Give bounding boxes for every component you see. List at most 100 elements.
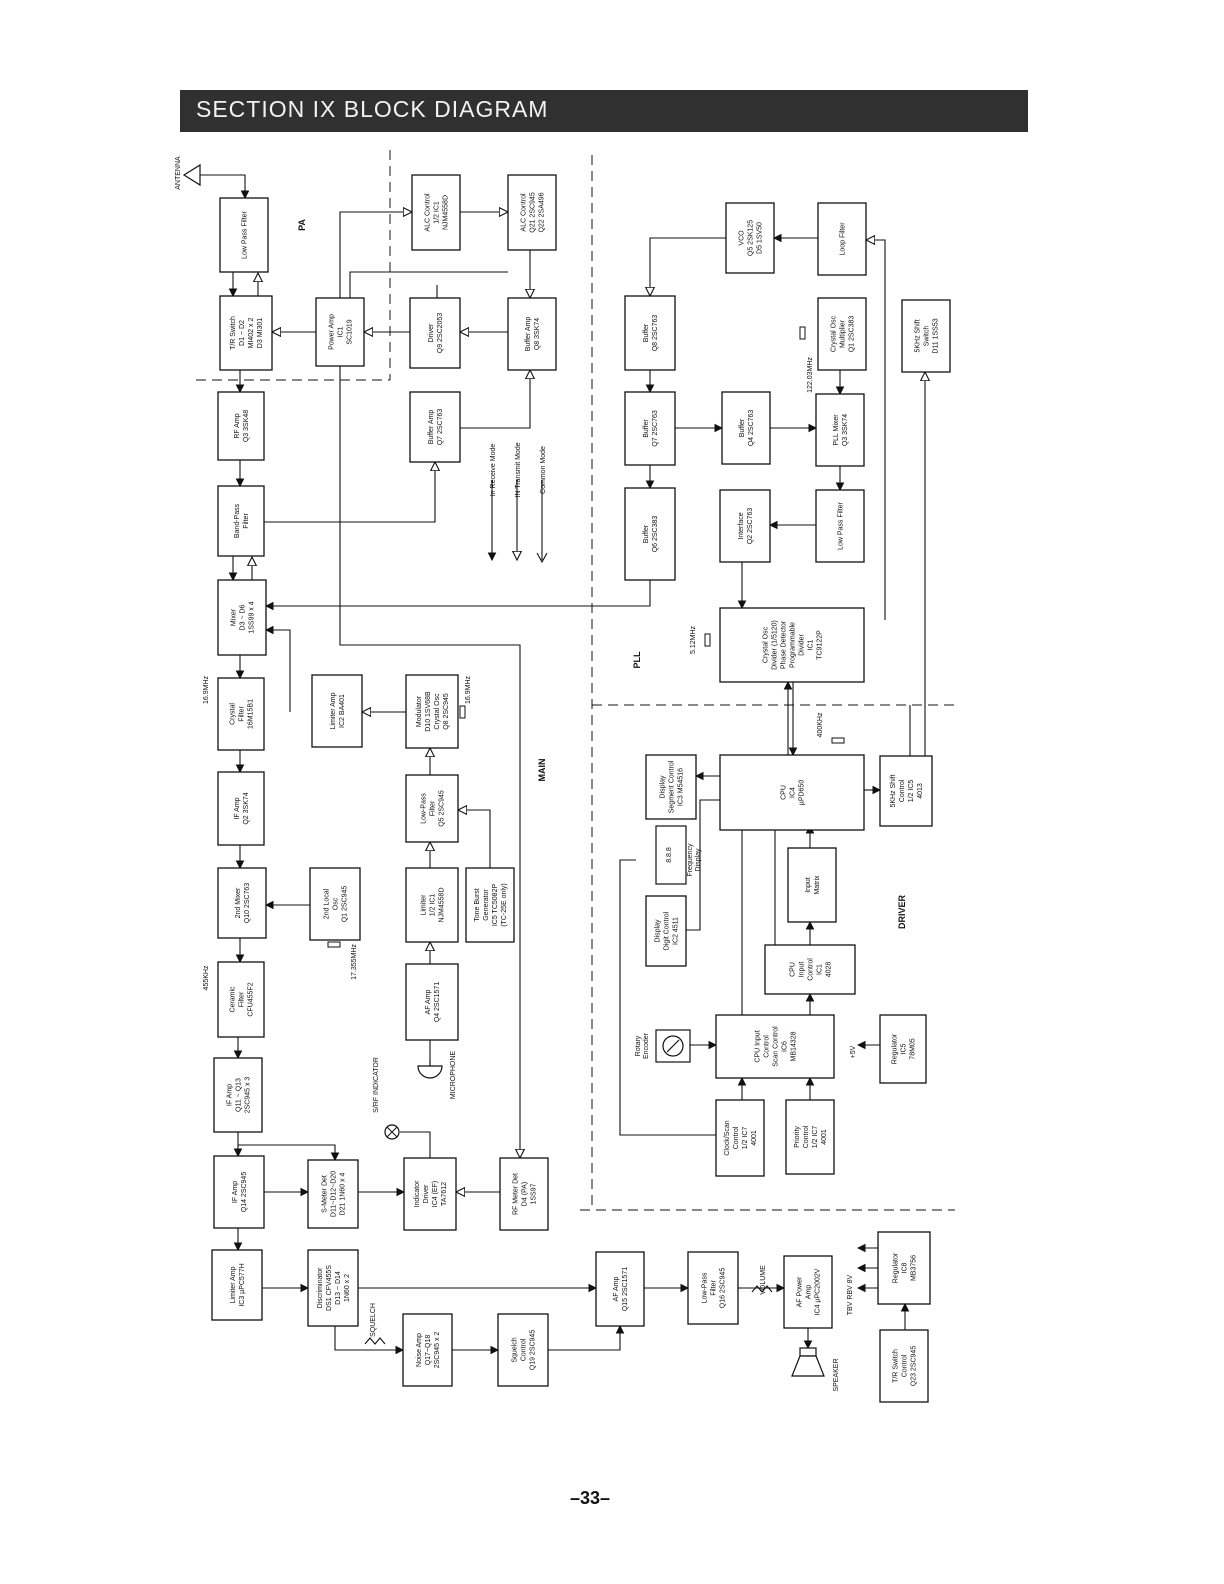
label-transmit: IN Transmit Mode — [515, 442, 522, 497]
block-outline — [403, 1157, 457, 1231]
label-common: Common Mode — [540, 446, 547, 494]
block-outline — [901, 299, 951, 373]
frequency-display-icon: 8.8.8 — [655, 825, 687, 885]
block-outline — [725, 202, 775, 274]
block-outline — [624, 295, 676, 371]
block-outline — [721, 391, 771, 465]
squelch-pot-icon — [364, 1337, 386, 1345]
label-power-rails: TBV RBV 8V — [847, 1274, 854, 1315]
block-outline — [213, 1057, 263, 1133]
block-lpf-pll: Low Pass Filter — [815, 489, 865, 563]
label-freq-512: 5.12MHz — [690, 625, 697, 654]
label-antenna: ANTENNA — [175, 156, 182, 190]
label-main: MAIN — [537, 759, 547, 782]
block-outline — [219, 295, 273, 371]
label-driver: DRIVER — [897, 895, 907, 930]
label-receive: In Receive Mode — [490, 444, 497, 497]
block-outline — [719, 607, 865, 683]
volume-pot-icon — [751, 1285, 773, 1293]
block-outline — [402, 1313, 453, 1387]
block-outline — [213, 1155, 265, 1229]
page-number: –33– — [570, 1488, 611, 1508]
label-1: Encoder — [643, 1032, 650, 1059]
block-outline — [217, 867, 267, 939]
block-outline — [645, 895, 687, 967]
label-freq-169: 16.9MHz — [203, 675, 210, 704]
block-outline — [309, 867, 361, 941]
block-outline — [409, 391, 461, 463]
block-outline — [405, 867, 459, 943]
block-outline — [815, 393, 865, 467]
legend — [487, 480, 548, 564]
block-label: Low Pass Filter — [242, 210, 249, 259]
block-outline — [217, 485, 265, 557]
label-microphone: MICROPHONE — [450, 1051, 457, 1100]
block-outline — [877, 1231, 931, 1305]
block-outline — [217, 677, 265, 751]
block-outline — [405, 674, 459, 749]
block-outline — [815, 489, 865, 563]
block-outline — [217, 961, 265, 1038]
indicator-lamp-icon — [384, 1124, 400, 1140]
block-outline — [787, 847, 837, 923]
block-outline — [715, 1099, 765, 1177]
block-outline — [719, 489, 771, 563]
block-outline — [719, 754, 865, 831]
block-outline — [465, 867, 515, 943]
label-1: Display — [695, 848, 702, 871]
block-outline — [315, 297, 365, 367]
block-outline — [219, 197, 269, 273]
